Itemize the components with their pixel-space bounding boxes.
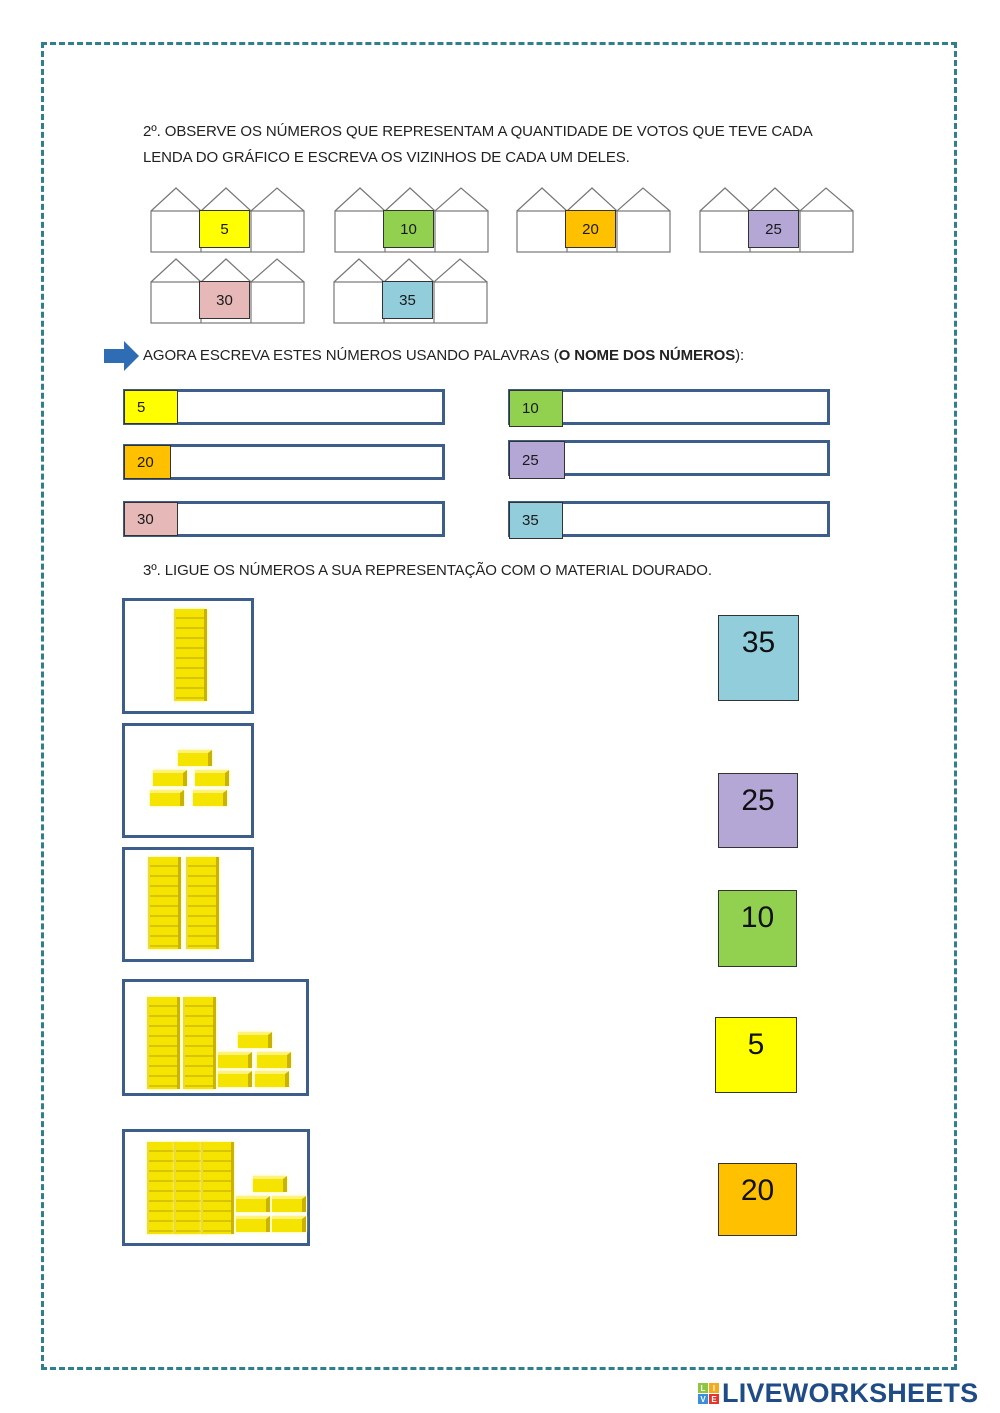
answer-input[interactable] [563,504,827,534]
unit-cube-icon [272,1196,306,1212]
write-row-30: 30 [123,501,445,537]
number-value: 10 [740,901,775,934]
logo-letter: V [698,1394,708,1404]
number-value: 35 [741,626,776,659]
liveworksheets-logo: L I V E LIVEWORKSHEETS [698,1378,978,1409]
number-value: 5 [747,1028,765,1061]
unit-cube-icon [272,1216,306,1232]
unit-cube-icon [193,790,227,806]
ten-rod-icon [147,997,180,1089]
number-tag: 35 [509,502,563,539]
unit-cube-icon [218,1052,252,1068]
instruction-suffix: ): [735,347,745,364]
answer-input[interactable] [178,392,442,422]
write-row-10: 10 [508,389,830,427]
number-value: 20 [137,453,154,471]
number-tag: 20 [124,445,171,479]
blocks-card-2-rods-5-units[interactable] [122,979,309,1096]
logo-letter: L [698,1383,708,1393]
logo-text: LIVEWORKSHEETS [722,1378,979,1408]
unit-cube-icon [153,770,187,786]
question-3-text: 3º. LIGUE OS NÚMEROS A SUA REPRESENTAÇÃO… [143,562,712,579]
ten-rod-icon [183,997,216,1089]
unit-cube-icon [150,790,184,806]
number-card-35[interactable]: 35 [718,615,799,701]
number-box: 20 [565,210,616,248]
number-value: 5 [137,398,146,416]
logo-letter: E [709,1394,719,1404]
number-box: 10 [383,210,434,248]
write-row-20: 20 [123,444,445,480]
number-value: 10 [522,400,539,417]
number-house-20: 20 [516,186,671,254]
instruction-bold: O NOME DOS NÚMEROS [558,347,736,364]
arrow-right-icon [104,341,139,371]
unit-cube-icon [253,1176,287,1192]
number-house-30: 30 [150,257,305,325]
number-card-5[interactable]: 5 [715,1017,797,1093]
number-card-20[interactable]: 20 [718,1163,797,1236]
logo-mark-icon: L I V E [698,1383,719,1404]
logo-letter: I [709,1383,719,1393]
unit-cube-icon [236,1216,270,1232]
number-value: 25 [522,451,539,469]
unit-cube-icon [257,1052,291,1068]
answer-input[interactable] [178,504,442,534]
number-value: 35 [522,512,539,529]
number-value: 30 [216,291,233,309]
answer-input[interactable] [565,443,827,473]
number-house-10: 10 [334,186,489,254]
unit-cube-icon [218,1071,252,1087]
number-box: 35 [382,281,433,319]
number-tag: 30 [124,502,178,536]
number-value: 25 [741,784,775,817]
number-value: 20 [740,1174,775,1207]
write-row-35: 35 [508,501,830,539]
ten-rod-icon [148,857,181,949]
instruction-text: AGORA ESCREVA ESTES NÚMEROS USANDO PALAV… [143,347,744,364]
number-box: 5 [199,210,250,248]
number-value: 10 [400,220,417,238]
unit-cube-icon [178,750,212,766]
unit-cube-icon [238,1032,272,1048]
number-value: 30 [137,510,154,528]
answer-input[interactable] [563,392,827,422]
ten-rod-icon [201,1142,234,1234]
number-house-35: 35 [333,257,488,325]
number-card-10[interactable]: 10 [718,890,797,967]
page-border [41,42,957,1370]
instruction-prefix: AGORA ESCREVA ESTES NÚMEROS USANDO PALAV… [143,347,559,364]
number-value: 5 [220,220,229,238]
ten-rod-icon [174,609,207,701]
blocks-card-5-units[interactable] [122,723,254,838]
number-tag: 10 [509,390,563,427]
blocks-card-2-rods[interactable] [122,847,254,962]
number-value: 25 [765,220,782,238]
unit-cube-icon [195,770,229,786]
number-value: 35 [399,291,416,309]
write-row-25: 25 [508,440,830,479]
unit-cube-icon [236,1196,270,1212]
write-row-5: 5 [123,389,445,425]
number-house-25: 25 [699,186,854,254]
blocks-card-3-rods-5-units[interactable] [122,1129,310,1246]
number-tag: 25 [509,441,565,479]
question-2-text: 2º. OBSERVE OS NÚMEROS QUE REPRESENTAM A… [143,123,812,166]
number-tag: 5 [124,390,178,424]
unit-cube-icon [255,1071,289,1087]
number-value: 20 [582,220,599,238]
number-card-25[interactable]: 25 [718,773,798,848]
number-house-5: 5 [150,186,305,254]
answer-input[interactable] [171,447,442,477]
number-box: 25 [748,210,799,248]
number-box: 30 [199,281,250,319]
ten-rod-icon [186,857,219,949]
blocks-card-1-rod[interactable] [122,598,254,714]
